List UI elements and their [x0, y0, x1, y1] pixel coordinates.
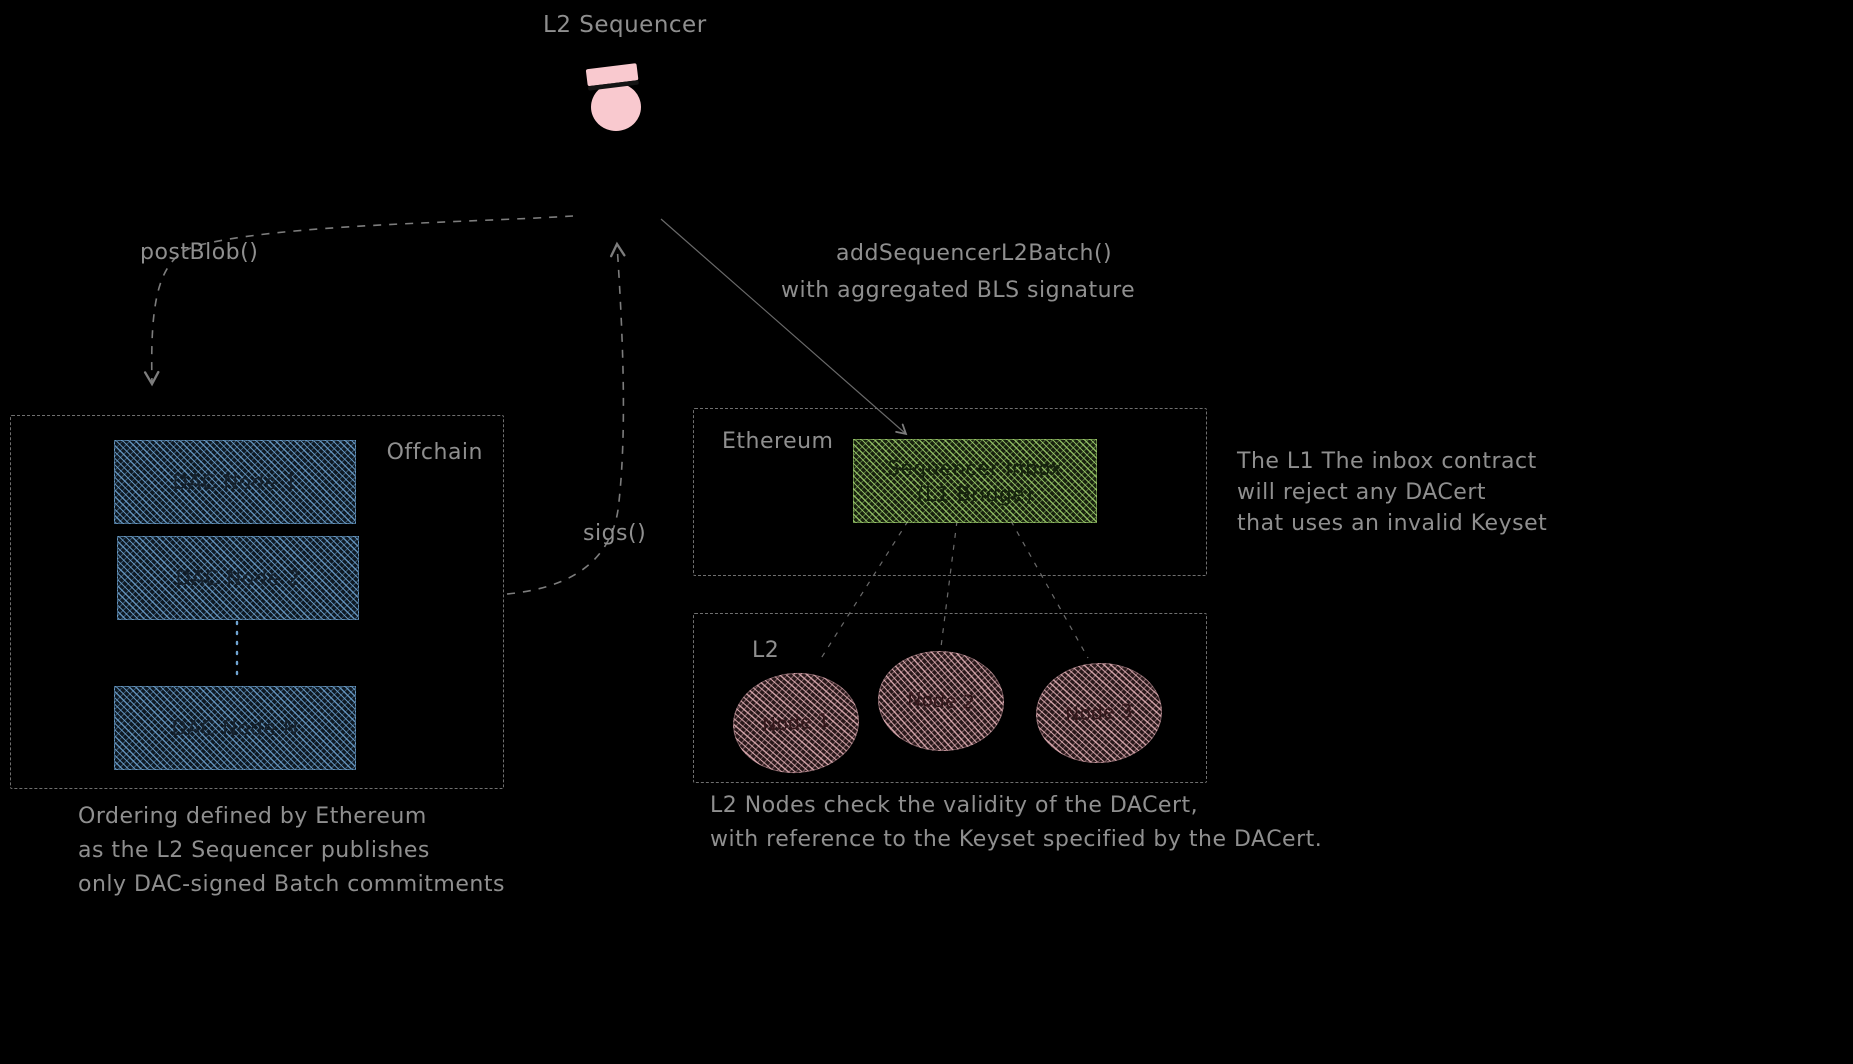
- edge-label-addbatch-1: addSequencerL2Batch(): [836, 241, 1113, 266]
- ethereum-label: Ethereum: [722, 429, 834, 454]
- dac-node-2-label: DAC Node 2: [175, 566, 301, 590]
- edge-label-postblob: postBlob(): [140, 240, 259, 265]
- note-keyset-line1: The L1 The inbox contract: [1237, 449, 1537, 474]
- dac-node-2: DAC Node 2: [117, 536, 359, 620]
- l2-group: L2: [693, 613, 1207, 783]
- sequencer-label: L2 Sequencer: [543, 12, 707, 38]
- note-keyset: The L1 The inbox contract will reject an…: [1237, 446, 1547, 539]
- l2-node-1-label: Node 1: [761, 709, 831, 737]
- edge-label-sigs: sigs(): [583, 521, 647, 546]
- sequencer-person-icon: [585, 63, 641, 131]
- note-ordering-line1: Ordering defined by Ethereum: [78, 804, 427, 829]
- note-ordering-line3: only DAC-signed Batch commitments: [78, 872, 505, 897]
- offchain-label: Offchain: [386, 440, 483, 465]
- l2-node-2-label: Node 2: [906, 688, 976, 714]
- note-validity: L2 Nodes check the validity of the DACer…: [710, 789, 1322, 857]
- dac-node-n: DAC Node N: [114, 686, 356, 770]
- note-keyset-line2: will reject any DACert: [1237, 480, 1487, 505]
- offchain-group: Offchain: [10, 415, 504, 789]
- sequencer-inbox-line2: (L1 Bridge): [916, 482, 1034, 506]
- ethereum-group: Ethereum: [693, 408, 1207, 576]
- edge-label-addbatch-2: with aggregated BLS signature: [781, 278, 1136, 303]
- l2-node-3-label: Node 3: [1064, 700, 1134, 726]
- sequencer-inbox-line1: Sequencer Inbox: [887, 456, 1063, 480]
- note-validity-line1: L2 Nodes check the validity of the DACer…: [710, 793, 1199, 818]
- note-validity-line2: with reference to the Keyset specified b…: [710, 827, 1323, 852]
- note-keyset-line3: that uses an invalid Keyset: [1237, 511, 1548, 536]
- dac-node-1-label: DAC Node 1: [172, 470, 298, 494]
- note-ordering-line2: as the L2 Sequencer publishes: [78, 838, 430, 863]
- note-ordering: Ordering defined by Ethereum as the L2 S…: [78, 800, 505, 902]
- l2-label: L2: [752, 638, 780, 663]
- dac-node-1: DAC Node 1: [114, 440, 356, 524]
- sequencer-inbox-node: Sequencer Inbox (L1 Bridge): [853, 439, 1097, 523]
- dac-node-n-label: DAC Node N: [171, 716, 299, 740]
